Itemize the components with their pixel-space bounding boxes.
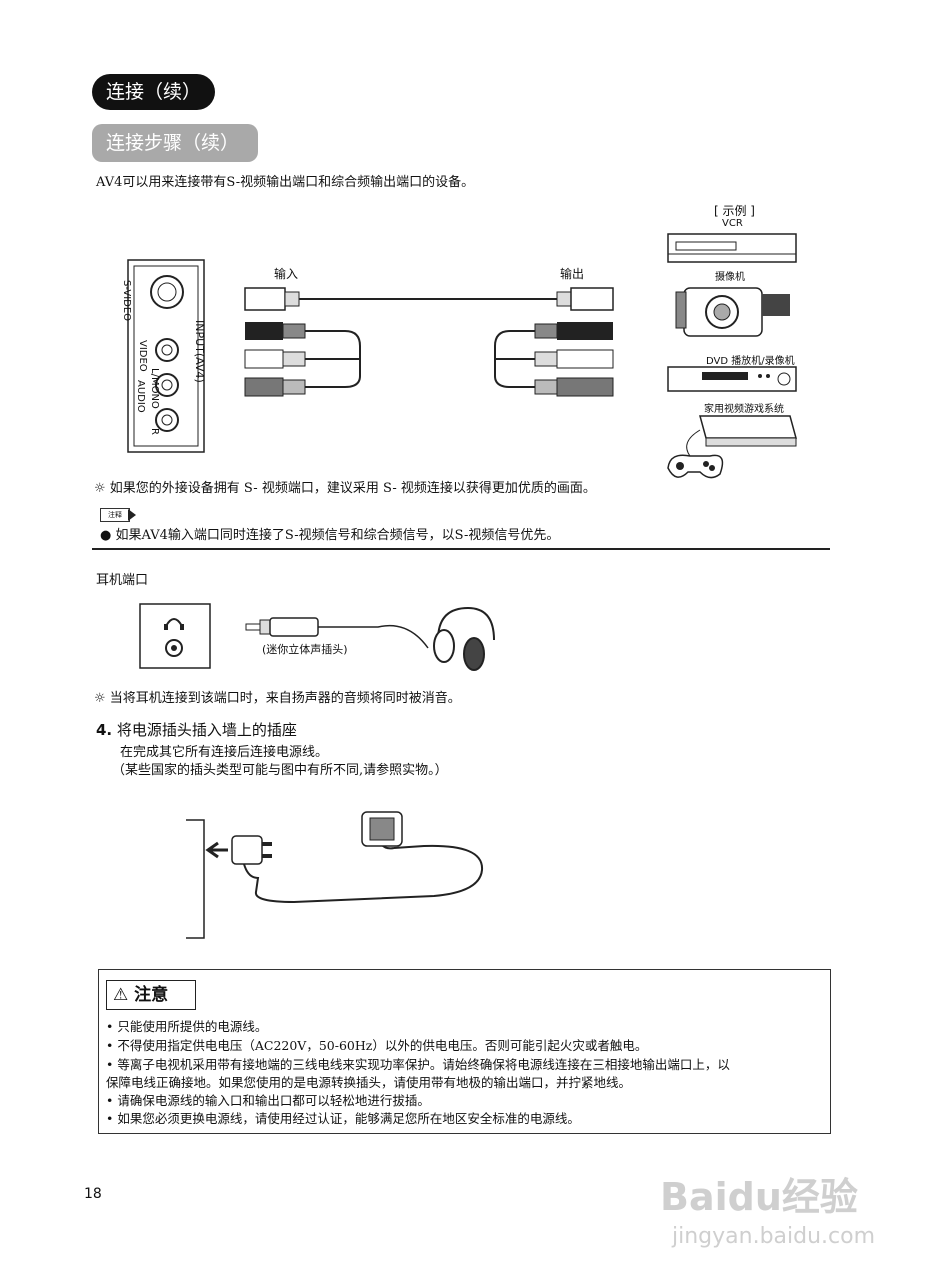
step4-heading: 4. 将电源插头插入墙上的插座 bbox=[96, 721, 297, 739]
video-plug-right bbox=[557, 322, 613, 340]
warning-icon: ⚠ bbox=[113, 985, 129, 1005]
av-connection-diagram bbox=[127, 259, 614, 453]
audio-r-plug-right bbox=[556, 377, 614, 397]
video-port bbox=[155, 338, 179, 362]
tip-headphone: ☼ 当将耳机连接到该端口时，来自扬声器的音频将同时被消音。 bbox=[94, 691, 461, 706]
note-tag: 注释 bbox=[100, 508, 130, 522]
lightbulb-icon: ☼ bbox=[94, 691, 106, 706]
game-console-icon bbox=[667, 415, 797, 479]
bullet-icon: ● bbox=[100, 528, 116, 543]
caution-item: • 不得使用指定供电电压（AC220V，50-60Hz）以外的供电电压。否则可能… bbox=[106, 1038, 648, 1053]
divider bbox=[92, 548, 830, 550]
sub-title: 连接步骤（续） bbox=[92, 124, 258, 162]
caution-item: • 请确保电源线的输入口和输出口都可以轻松地进行拔插。 bbox=[106, 1093, 430, 1108]
panel-video-label: VIDEO bbox=[137, 340, 148, 372]
plug-label: (迷你立体声插头) bbox=[262, 643, 348, 656]
wall-outlet bbox=[186, 819, 205, 939]
svideo-plug-left bbox=[244, 287, 286, 311]
vcr-icon bbox=[667, 233, 797, 263]
tip-svideo: ☼ 如果您的外接设备拥有 S- 视频端口，建议采用 S- 视频连接以获得更加优质… bbox=[94, 481, 596, 496]
panel-lmono-label: L/MONO bbox=[149, 368, 160, 409]
step4-line1: 在完成其它所有连接后连接电源线。 bbox=[120, 745, 329, 760]
example-label: [ 示例 ] bbox=[714, 204, 755, 218]
audio-l-plug-left bbox=[244, 349, 284, 369]
audio-l-plug-right bbox=[556, 349, 614, 369]
headphone-diagram bbox=[139, 603, 495, 671]
svideo-port bbox=[150, 275, 184, 309]
camcorder-icon bbox=[675, 287, 790, 337]
input-label: 输入 bbox=[274, 267, 299, 281]
panel-r-label: R bbox=[149, 428, 160, 435]
step4-line2: （某些国家的插头类型可能与图中有所不同,请参照实物。） bbox=[112, 763, 448, 778]
page-number: 18 bbox=[84, 1186, 102, 1202]
panel-audio-label: AUDIO bbox=[135, 380, 146, 413]
video-plug-left bbox=[245, 322, 283, 340]
lightbulb-icon: ☼ bbox=[94, 481, 106, 496]
note-text: ● 如果AV4输入端口同时连接了S-视频信号和综合频信号，以S-视频信号优先。 bbox=[100, 528, 560, 543]
watermark-logo: Baidu经验 bbox=[660, 1175, 858, 1219]
audio-l-port bbox=[155, 373, 179, 397]
intro-text: AV4可以用来连接带有S-视频输出端口和综合频输出端口的设备。 bbox=[96, 175, 475, 190]
note-arrow-icon bbox=[128, 509, 136, 521]
headphone-jack-panel bbox=[139, 603, 211, 669]
av-input-panel bbox=[127, 259, 205, 453]
caution-item: • 只能使用所提供的电源线。 bbox=[106, 1019, 268, 1034]
caution-item: 保障电线正确接地。如果您使用的是电源转换插头，请使用带有地极的输出端口，并拧紧地… bbox=[106, 1075, 632, 1090]
dvd-player-icon bbox=[667, 366, 797, 392]
power-plug bbox=[231, 835, 263, 865]
caution-box bbox=[98, 969, 831, 1134]
audio-r-plug-left bbox=[244, 377, 284, 397]
arrow-left-icon bbox=[205, 841, 228, 859]
caution-item: • 如果您必须更换电源线，请使用经过认证，能够满足您所在地区安全标准的电源线。 bbox=[106, 1111, 580, 1126]
device-camcorder-label: 摄像机 bbox=[715, 272, 745, 283]
output-label: 输出 bbox=[560, 267, 585, 281]
section-title: 连接（续） bbox=[92, 74, 216, 110]
audio-r-port bbox=[155, 408, 179, 432]
panel-input-label: INPUT(AV4) bbox=[193, 320, 206, 383]
device-dvd-label: DVD 播放机/录像机 bbox=[706, 356, 795, 367]
watermark-url: jingyan.baidu.com bbox=[672, 1224, 876, 1249]
headphone-title: 耳机端口 bbox=[96, 573, 149, 588]
panel-svideo-label: S-VIDEO bbox=[121, 280, 132, 322]
svideo-plug-right bbox=[570, 287, 614, 311]
power-cord-diagram bbox=[186, 811, 484, 939]
caution-item: • 等离子电视机采用带有接地端的三线电线来实现功率保护。请始终确保将电源线连接在… bbox=[106, 1057, 730, 1072]
caution-title: ⚠ 注意 bbox=[106, 980, 196, 1010]
device-game-label: 家用视频游戏系统 bbox=[704, 404, 784, 415]
device-vcr-label: VCR bbox=[722, 218, 743, 229]
